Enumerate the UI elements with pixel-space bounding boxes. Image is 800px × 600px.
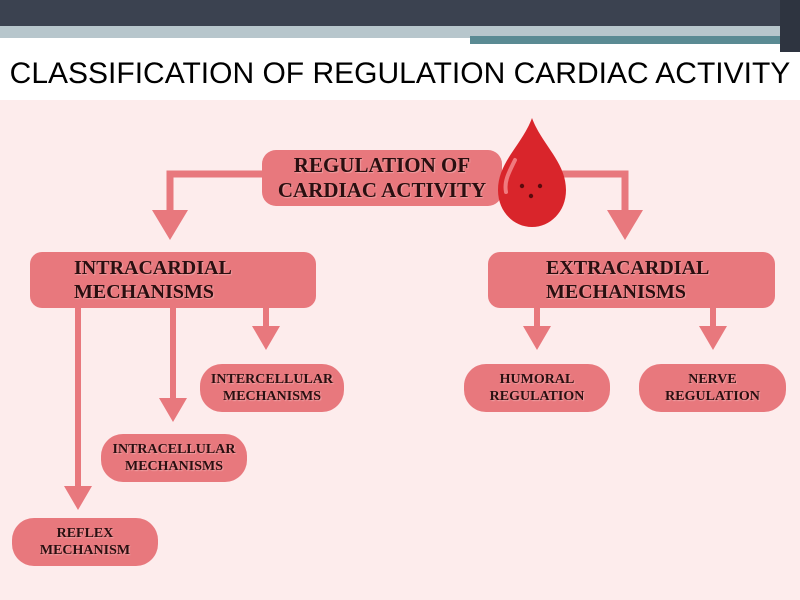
slide-title: CLASSIFICATION OF REGULATION CARDIAC ACT… (0, 52, 800, 96)
arrowhead-intracardial (152, 210, 188, 240)
node-nerve-line2: REGULATION (665, 389, 760, 404)
arrowhead-extracardial (607, 210, 643, 240)
node-intracardial-mechanisms: INTRACARDIAL MECHANISMS (30, 252, 316, 308)
node-intercellular-mechanisms: INTERCELLULAR MECHANISMS (200, 364, 344, 412)
slide-accent-stripe (470, 36, 800, 44)
node-reflex-line2: MECHANISM (39, 543, 131, 558)
node-nerve-regulation: NERVE REGULATION (639, 364, 786, 412)
node-root-line1: REGULATION OF (293, 153, 471, 177)
arrowhead-intercellular (252, 326, 280, 350)
node-intercellular-line2: MECHANISMS (222, 389, 321, 404)
slide-corner-block (780, 0, 800, 52)
arrowhead-humoral (523, 326, 551, 350)
arrowhead-nerve (699, 326, 727, 350)
node-humoral-regulation: HUMORAL REGULATION (464, 364, 610, 412)
node-intracardial-line1: INTRACARDIAL (74, 257, 232, 279)
node-intercellular-line1: INTERCELLULAR (210, 372, 334, 387)
node-regulation-cardiac-activity: REGULATION OF CARDIAC ACTIVITY (262, 150, 502, 206)
node-extracardial-mechanisms: EXTRACARDIAL MECHANISMS (488, 252, 775, 308)
node-intracellular-line1: INTRACELLULAR (112, 442, 236, 457)
arrow-root-to-extracardial (560, 170, 629, 218)
node-nerve-line1: NERVE (688, 372, 737, 387)
diagram-canvas: REGULATION OF CARDIAC ACTIVITY INTRACARD… (0, 100, 800, 600)
arrowhead-intracellular (159, 398, 187, 422)
arrow-root-to-intracardial (166, 170, 268, 218)
node-root-line2: CARDIAC ACTIVITY (277, 178, 487, 202)
node-reflex-line1: REFLEX (56, 526, 114, 541)
node-humoral-line2: REGULATION (489, 389, 585, 404)
slide-top-stripe (0, 26, 800, 38)
connector-arrows (64, 170, 727, 510)
node-humoral-line1: HUMORAL (499, 372, 575, 387)
arrowhead-reflex (64, 486, 92, 510)
node-intracellular-line2: MECHANISMS (124, 459, 223, 474)
node-reflex-mechanism: REFLEX MECHANISM (12, 518, 158, 566)
node-intracardial-line2: MECHANISMS (74, 281, 215, 303)
node-intracellular-mechanisms: INTRACELLULAR MECHANISMS (101, 434, 247, 482)
node-extracardial-line2: MECHANISMS (546, 281, 687, 303)
node-extracardial-line1: EXTRACARDIAL (546, 257, 710, 279)
slide-top-bar (0, 0, 800, 26)
